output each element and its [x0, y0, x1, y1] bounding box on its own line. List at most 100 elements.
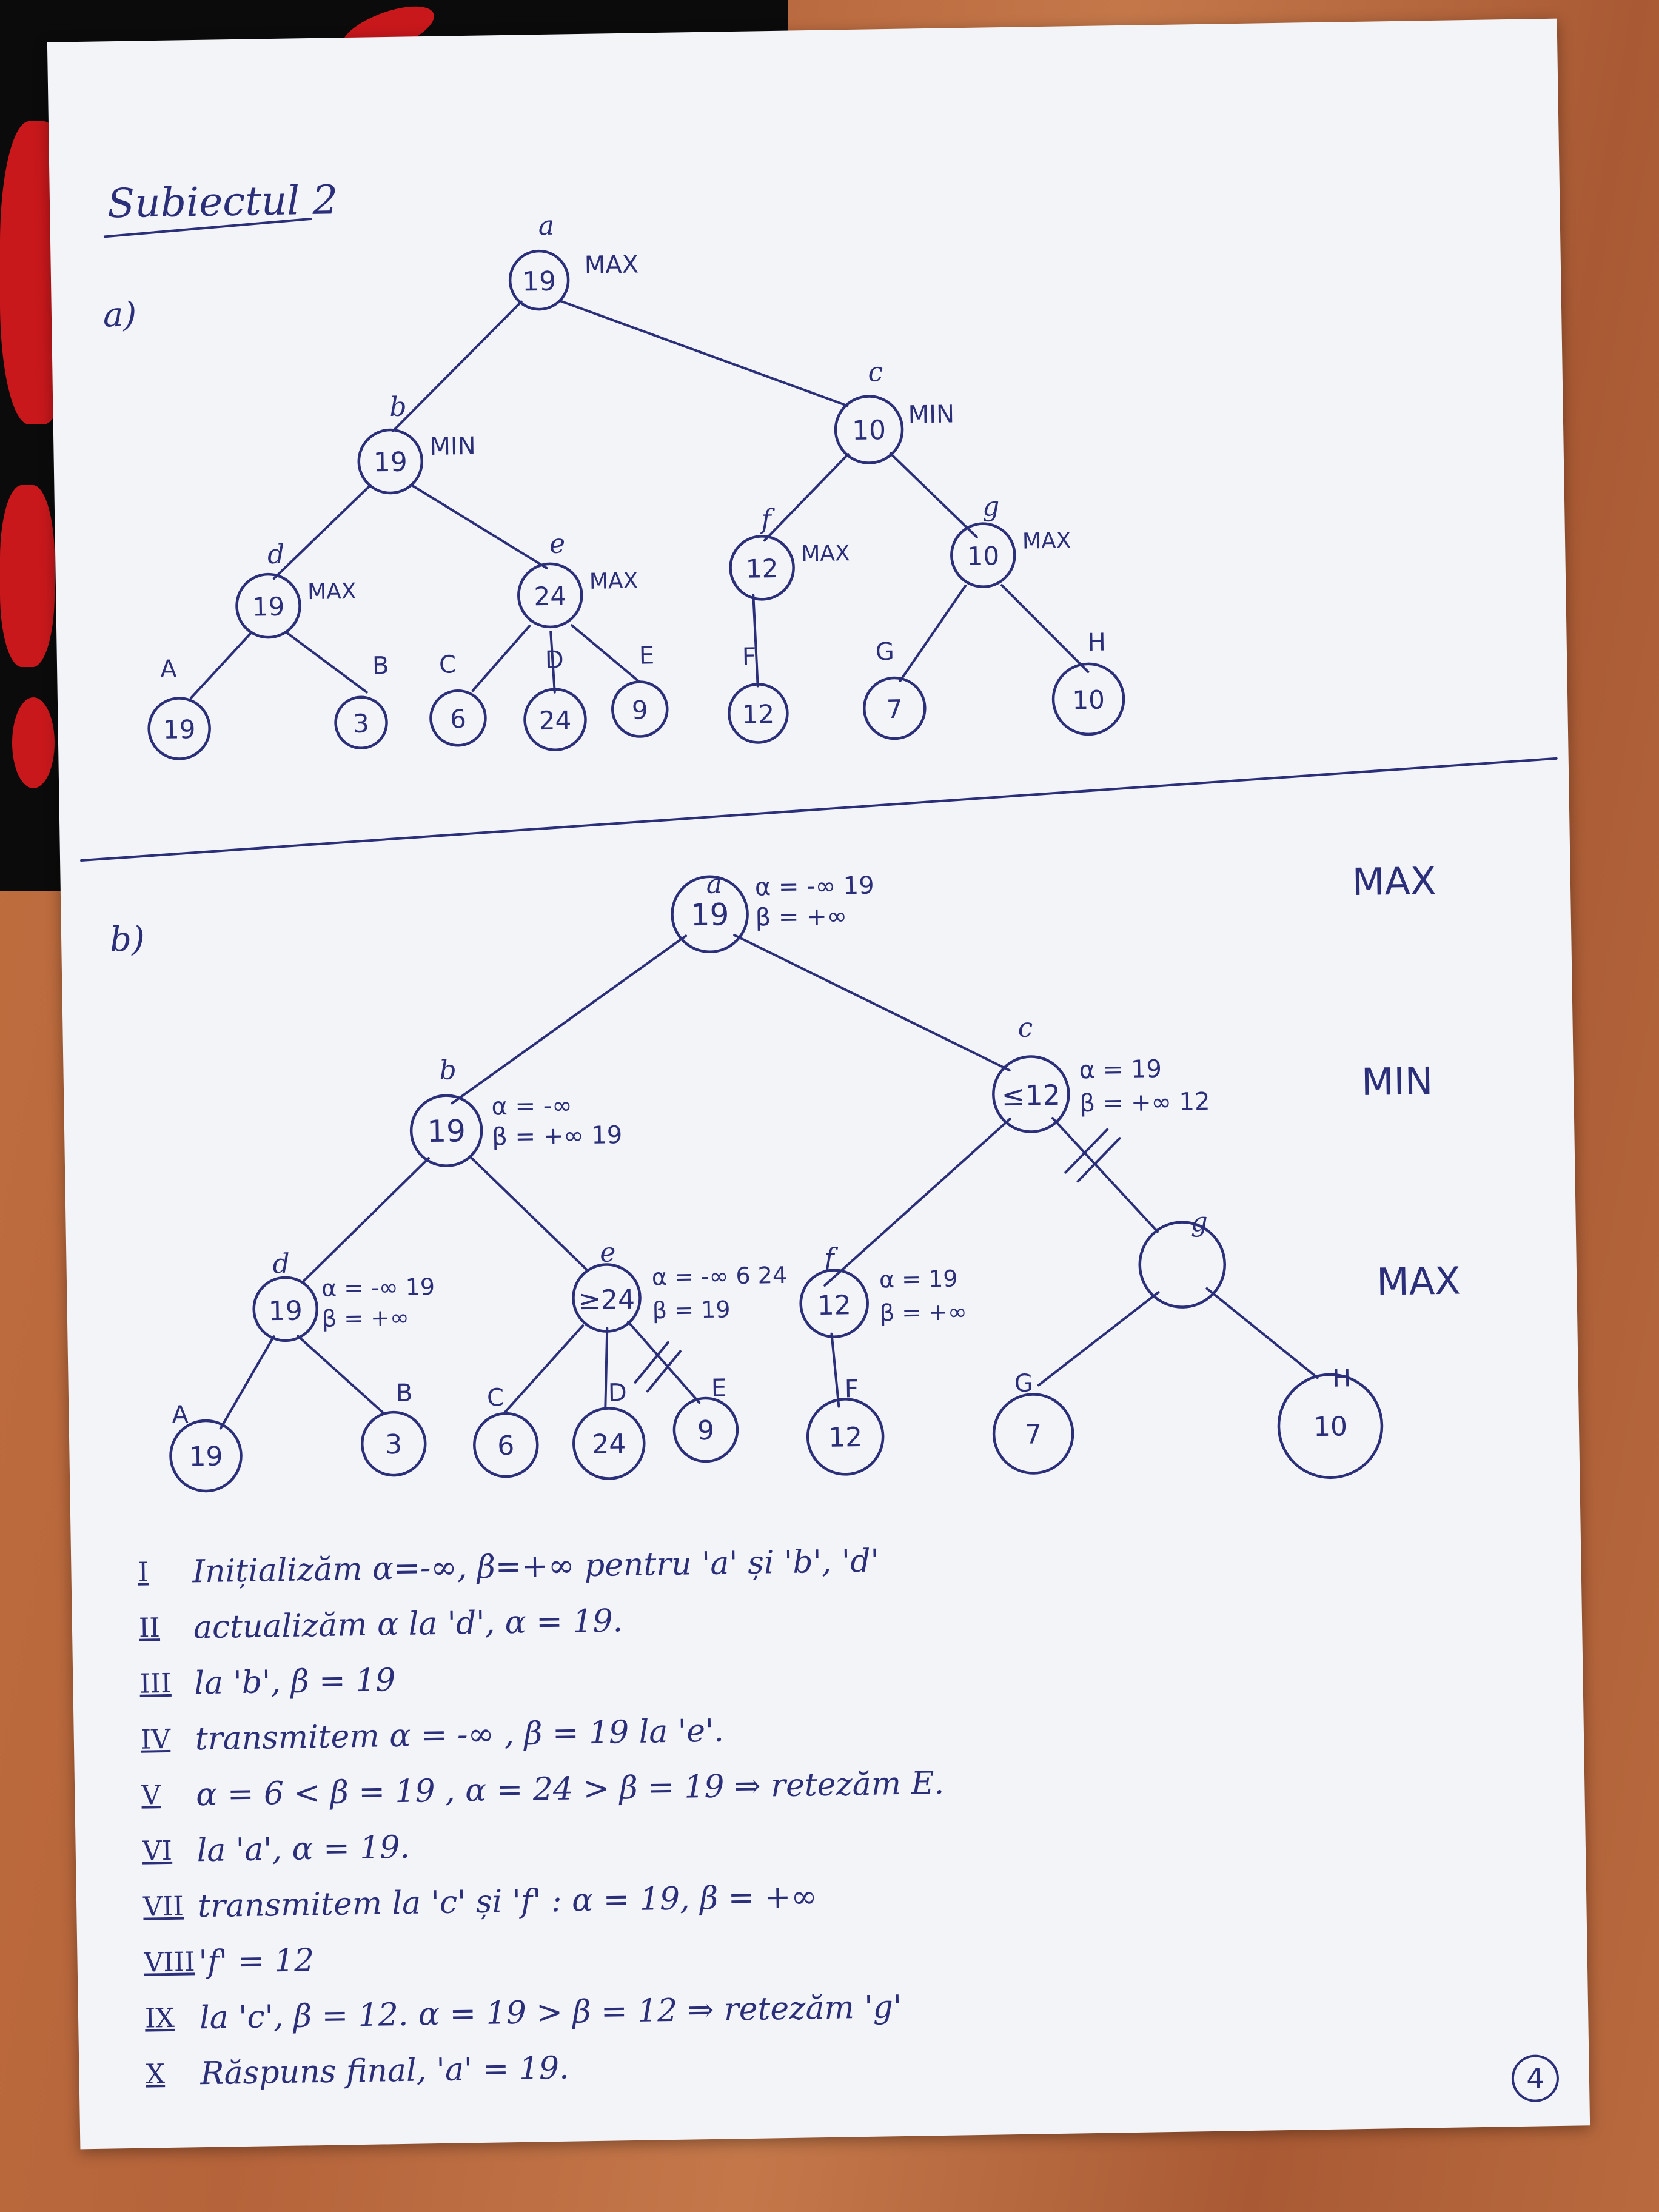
svg-text:c: c [1017, 1012, 1033, 1043]
svg-text:g: g [982, 491, 1000, 522]
svg-text:MAX: MAX [589, 569, 638, 594]
part-b-label: b) [110, 919, 146, 959]
svg-text:F: F [845, 1375, 859, 1403]
svg-text:β = +∞: β = +∞ [880, 1298, 967, 1326]
svg-text:e: e [549, 528, 566, 559]
svg-text:12: 12 [828, 1422, 863, 1453]
svg-text:10: 10 [967, 541, 999, 571]
svg-text:G: G [1014, 1370, 1033, 1398]
part-b-leaf-C: C6 [473, 1384, 539, 1478]
svg-text:g: g [1190, 1207, 1208, 1238]
svg-text:10: 10 [1313, 1411, 1348, 1443]
part-b-node-f: f 12 α = 19 β = +∞ [799, 1243, 967, 1338]
svg-text:≥24: ≥24 [578, 1284, 635, 1316]
part-b-leaf-D: D 24 [572, 1379, 646, 1480]
section-divider [80, 757, 1558, 862]
svg-text:12: 12 [742, 699, 774, 729]
part-a-leaf-A: A19 [147, 655, 211, 760]
svg-text:MAX: MAX [801, 541, 850, 566]
part-a-node-d: d 19 MAX [235, 539, 357, 639]
svg-text:D: D [608, 1379, 628, 1407]
svg-text:b: b [389, 392, 407, 423]
svg-text:β = 19: β = 19 [652, 1296, 730, 1324]
svg-text:24: 24 [538, 705, 571, 736]
svg-text:19: 19 [373, 447, 407, 478]
svg-text:α = 19: α = 19 [879, 1265, 958, 1293]
svg-text:d: d [267, 539, 285, 570]
part-b-node-a: a 19 α = -∞ 19 β = +∞ [671, 868, 874, 954]
svg-text:β = +∞: β = +∞ [322, 1304, 409, 1332]
svg-text:H: H [1087, 628, 1106, 656]
svg-text:D: D [545, 646, 565, 674]
level-label-max-top: MAX [1352, 859, 1436, 904]
svg-text:MAX: MAX [307, 579, 357, 605]
svg-text:3: 3 [353, 709, 370, 739]
svg-text:e: e [600, 1237, 616, 1268]
svg-text:6: 6 [450, 704, 467, 734]
svg-text:19: 19 [427, 1113, 466, 1149]
part-b-leaf-H: H10 [1277, 1364, 1384, 1480]
svg-text:MAX: MAX [1022, 528, 1071, 554]
part-a-node-b: b 19 MIN [357, 392, 476, 495]
part-b-leaf-E: E9 [672, 1374, 739, 1463]
svg-text:C: C [439, 651, 457, 679]
part-a-node-g: g 10 MAX [950, 491, 1071, 588]
svg-text:19: 19 [189, 1441, 223, 1473]
part-a-leaves: A19 B3 C6 D24 E9 F12 G7 H10 [147, 628, 1125, 760]
svg-text:24: 24 [592, 1429, 626, 1460]
svg-text:c: c [868, 357, 883, 387]
part-a-leaf-G: G7 [863, 638, 927, 740]
part-b-node-c: c ≤12 α = 19 β = +∞ 12 [992, 1012, 1210, 1133]
svg-text:7: 7 [886, 694, 903, 724]
svg-text:a: a [538, 210, 554, 241]
part-a-leaf-B: B3 [334, 652, 389, 750]
level-label-max-bottom: MAX [1376, 1258, 1461, 1304]
paper-sheet: Subiectul 2 a) a 19 MAX b [47, 18, 1590, 2150]
part-a-edges [189, 300, 1090, 700]
part-b-leaf-G: G7 [992, 1370, 1074, 1475]
part-a-leaf-C: C6 [429, 651, 487, 747]
part-b-tree: a 19 α = -∞ 19 β = +∞ b 19 α = -∞ β = +∞… [169, 868, 1384, 1493]
svg-text:6: 6 [497, 1430, 515, 1461]
svg-text:≤12: ≤12 [1001, 1079, 1061, 1113]
svg-text:C: C [487, 1384, 504, 1412]
part-a-leaf-E: E9 [611, 642, 669, 738]
part-a-leaf-F: F12 [728, 643, 789, 744]
svg-text:3: 3 [385, 1429, 403, 1460]
page-title: Subiectul 2 [107, 176, 338, 227]
part-b-leaf-A: A19 [169, 1401, 243, 1493]
part-b-node-g: g [1138, 1207, 1227, 1309]
part-b-level-labels: MAX MIN MAX [1352, 859, 1461, 1304]
svg-text:α = -∞ 19: α = -∞ 19 [321, 1273, 435, 1302]
svg-text:10: 10 [1072, 685, 1105, 716]
svg-text:A: A [160, 655, 178, 683]
svg-text:a: a [706, 868, 722, 899]
svg-text:α = -∞ 6 24: α = -∞ 6 24 [652, 1262, 788, 1290]
svg-text:β = +∞ 12: β = +∞ 12 [1079, 1088, 1210, 1118]
svg-text:MAX: MAX [584, 251, 638, 280]
svg-text:E: E [711, 1374, 727, 1402]
svg-text:A: A [172, 1401, 189, 1429]
svg-text:G: G [875, 638, 894, 666]
svg-text:B: B [372, 652, 389, 680]
svg-text:7: 7 [1025, 1419, 1042, 1450]
svg-text:19: 19 [252, 592, 284, 622]
part-b-leaves: A19 B3 C6 D24 E9 F12 G7 H10 [169, 1364, 1384, 1493]
svg-text:α = 19: α = 19 [1079, 1055, 1162, 1084]
part-b-leaf-B: B3 [360, 1379, 427, 1477]
part-a-node-e: e 24 MAX [517, 528, 638, 629]
svg-text:β = +∞ 19: β = +∞ 19 [492, 1121, 623, 1151]
svg-text:12: 12 [746, 554, 779, 584]
part-a-node-a: a 19 MAX [508, 210, 638, 311]
svg-text:19: 19 [690, 897, 729, 933]
part-a-leaf-D: D 24 [523, 646, 587, 752]
svg-text:E: E [639, 642, 655, 669]
svg-text:d: d [272, 1248, 290, 1279]
part-b-node-e: e ≥24 α = -∞ 6 24 β = 19 [572, 1237, 788, 1333]
svg-text:24: 24 [534, 581, 566, 611]
svg-text:B: B [396, 1379, 413, 1407]
svg-text:MIN: MIN [908, 400, 954, 429]
svg-text:MIN: MIN [429, 432, 476, 461]
part-a-node-f: f 12 MAX [729, 504, 850, 601]
